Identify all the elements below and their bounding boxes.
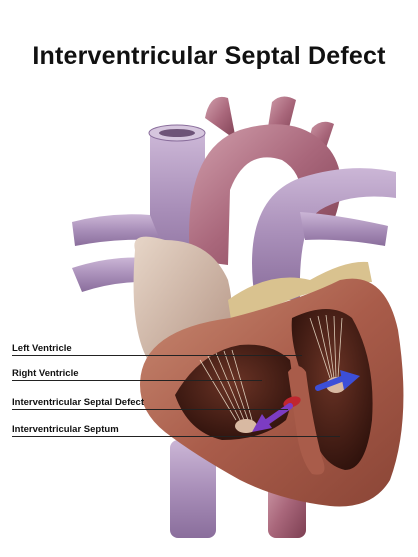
interventricular-septum [288,366,325,475]
leader-interventricular-septum [12,436,340,437]
inferior-vena-cava [170,440,216,538]
leader-left-ventricle [12,355,302,356]
label-interventricular-septum: Interventricular Septum [12,424,119,435]
label-septal-defect: Interventricular Septal Defect [12,397,144,408]
pulmonary-artery [252,168,396,300]
leader-right-ventricle [12,380,262,381]
shunt-arrow-blue [315,370,360,391]
label-left-ventricle: Left Ventricle [12,343,72,354]
label-right-ventricle: Right Ventricle [12,368,79,379]
leader-septal-defect [12,409,288,410]
diagram-title: Interventricular Septal Defect [32,42,386,70]
